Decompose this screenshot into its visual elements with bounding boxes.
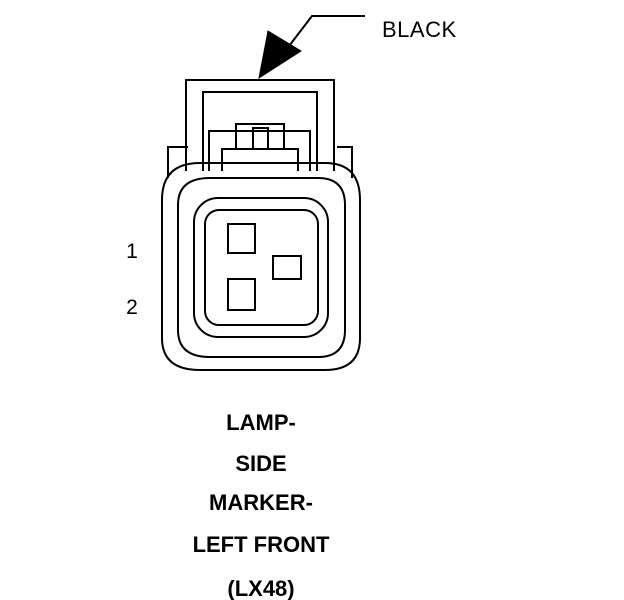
connector-title-line-2: SIDE [235,451,287,476]
cavity-center [272,255,302,280]
arrowhead-icon [258,30,302,80]
side-ear-left [167,146,188,178]
mating-face-inner [204,209,319,326]
leader-line [285,15,365,51]
connector-title-line-1: LAMP- [226,410,296,435]
latch-tab [235,123,285,149]
cavity-pin-1 [227,223,256,254]
pin-label-2: 2 [126,296,138,319]
latch-tower-outer [185,79,335,171]
connector-housing-inner [177,177,346,358]
latch-frame [208,130,311,171]
connector-housing-outer [161,162,361,371]
connector-title-line-3: MARKER- [209,490,313,515]
connector-id-label: (LX48) [227,576,295,600]
connector-color-label: BLACK [382,17,457,42]
mating-face-outer [193,197,329,338]
side-ear-right [337,146,353,178]
connector-title-line-4: LEFT FRONT [192,532,330,557]
pin-label-1: 1 [126,240,138,263]
cavity-pin-2 [227,278,256,311]
latch-tower-inner [202,91,318,171]
